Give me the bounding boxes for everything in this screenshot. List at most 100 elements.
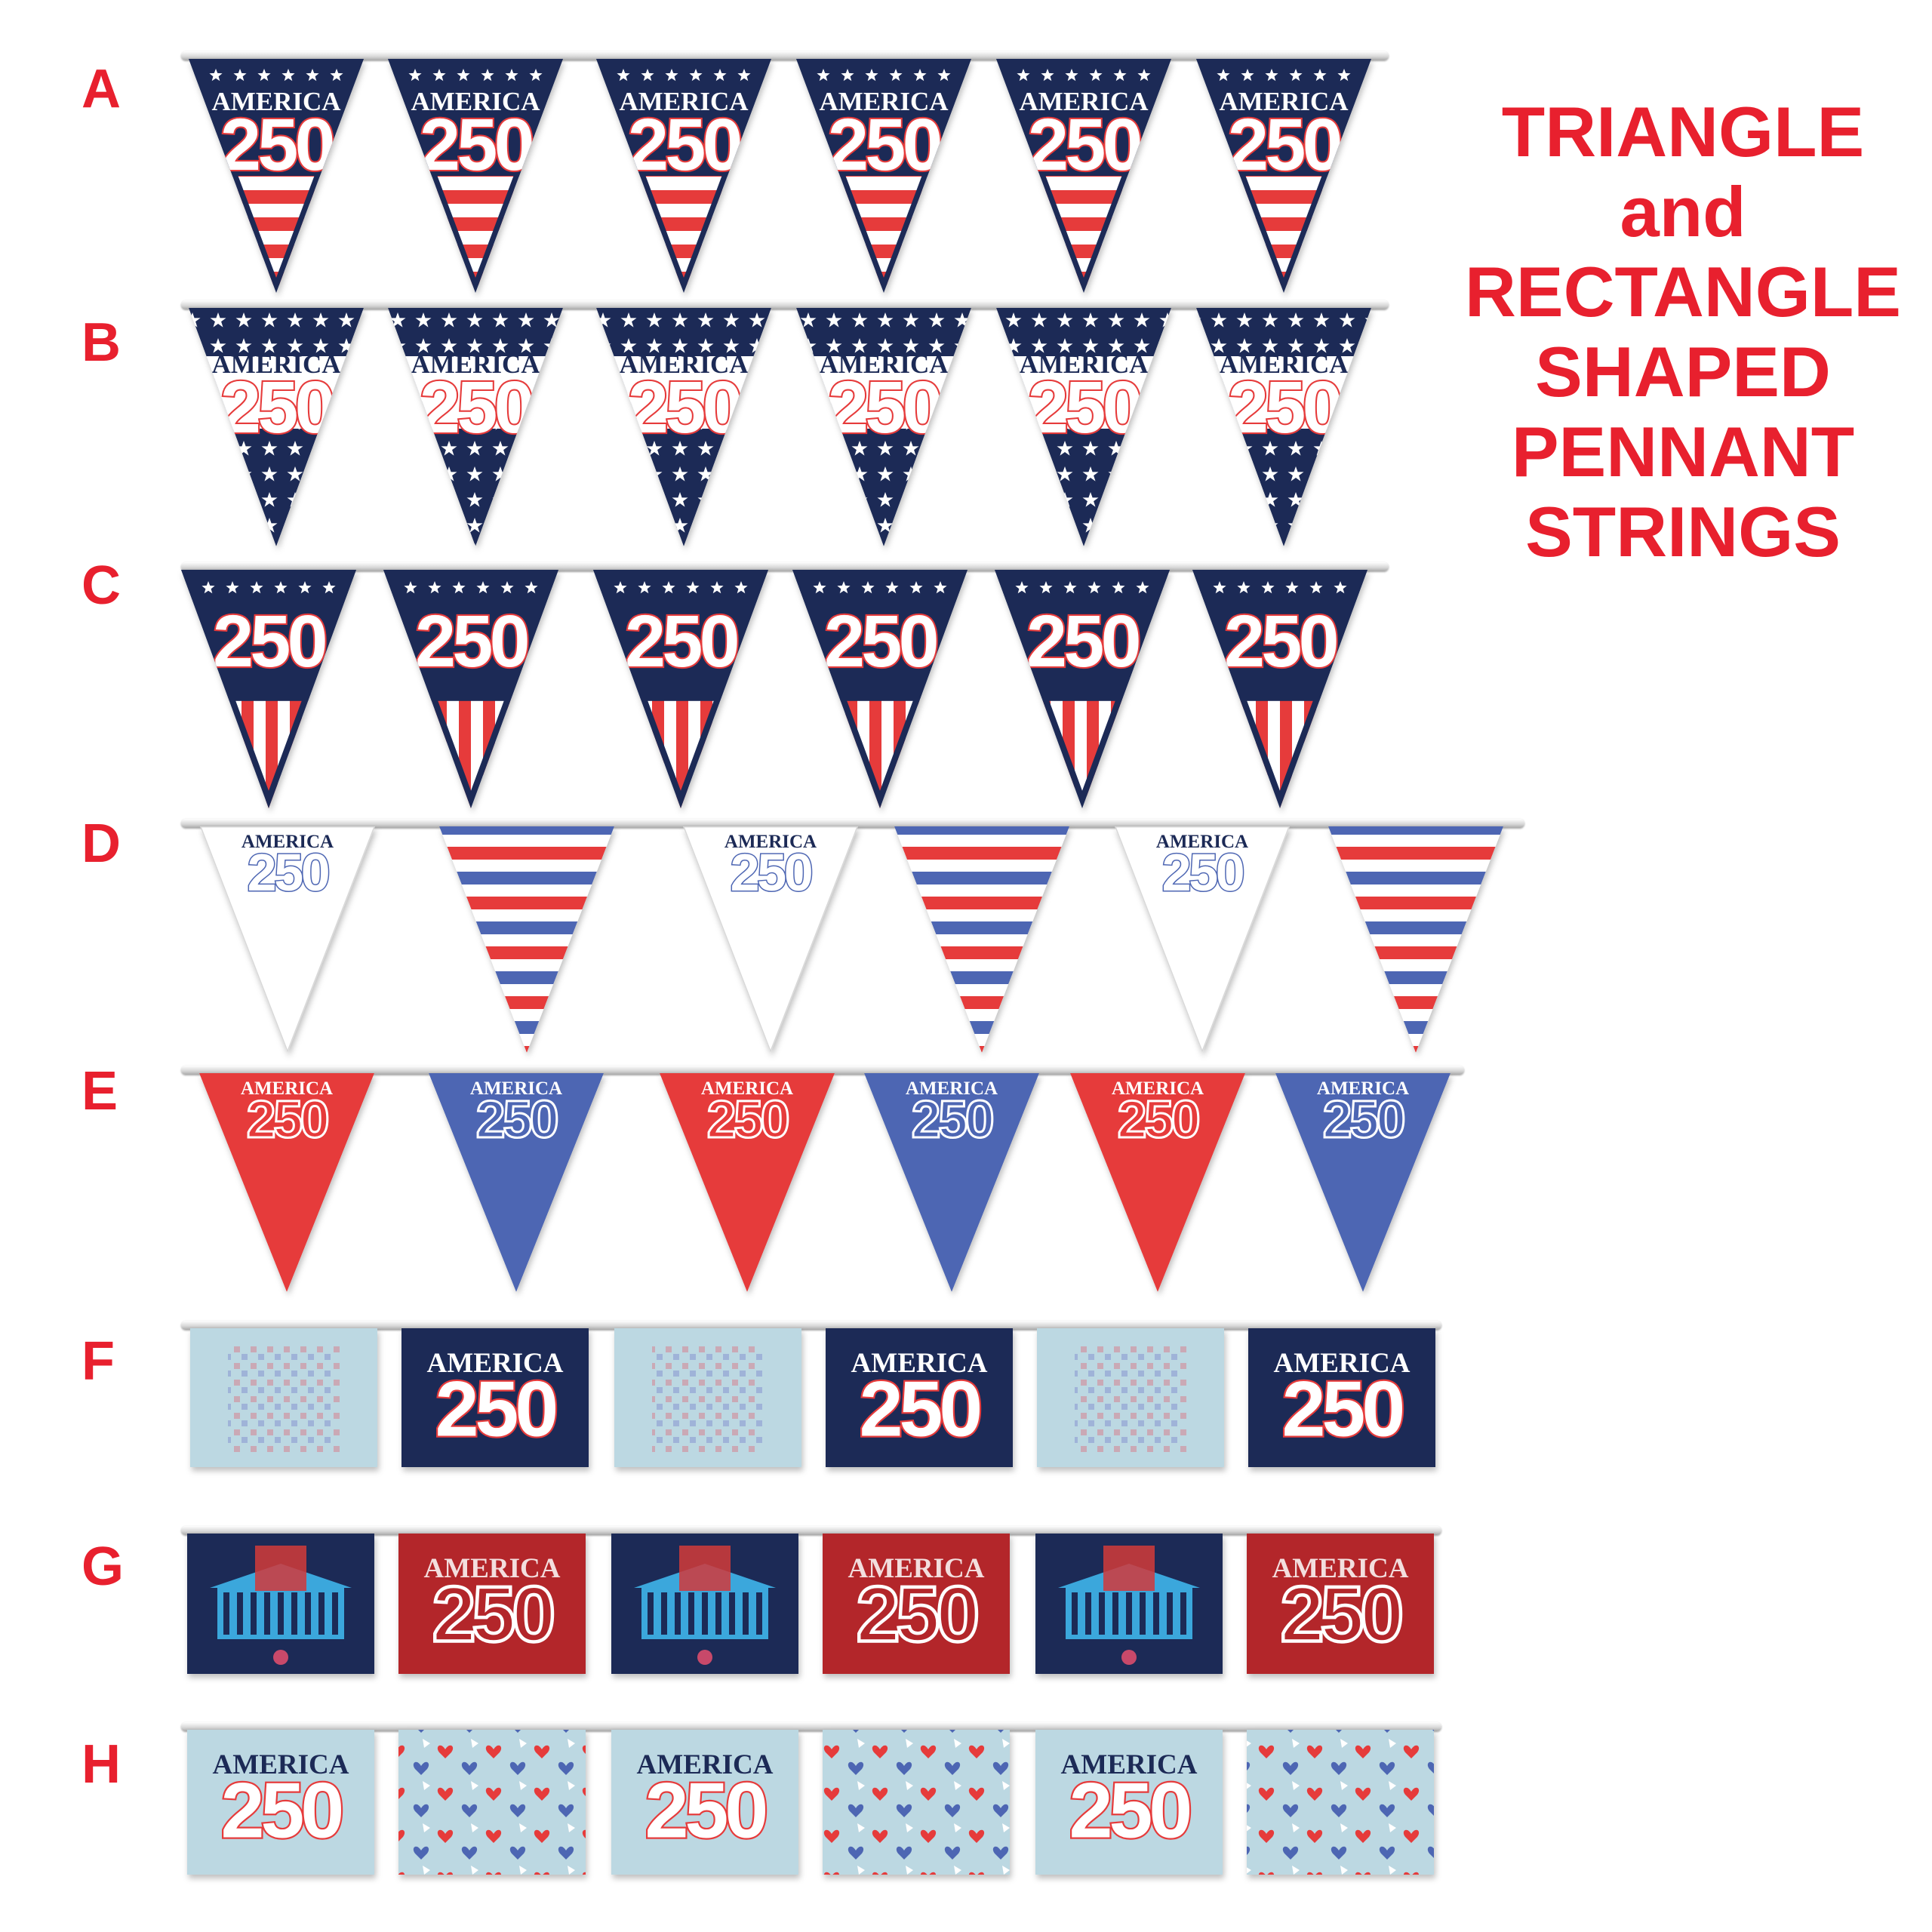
heading-line: STRINGS: [1525, 492, 1841, 571]
number-250-text: 250: [828, 103, 940, 186]
america-text: AMERICA: [619, 87, 749, 116]
star-icon: [614, 581, 627, 594]
cord-e: [181, 1066, 1464, 1075]
cord-c: [181, 562, 1389, 571]
cord-h: [181, 1722, 1441, 1731]
america-text: AMERICA: [213, 1749, 349, 1780]
heading-line: PENNANT: [1511, 412, 1855, 491]
row-letter-e: E: [82, 1061, 118, 1121]
number-250-text: 250: [1162, 843, 1244, 902]
star-icon: [813, 581, 826, 594]
cord-b: [181, 300, 1389, 309]
star-icon: [525, 581, 538, 594]
pennant-c-6: 250: [1192, 570, 1367, 808]
star-icon: [665, 69, 678, 82]
america-text: AMERICA: [819, 87, 949, 116]
number-250-text: 250: [1323, 1090, 1404, 1149]
star-icon: [1217, 69, 1230, 82]
row-letter-d: D: [82, 814, 121, 874]
number-250-text: 250: [1028, 103, 1140, 186]
america-text: AMERICA: [242, 832, 334, 852]
number-250-text: 250: [1069, 1767, 1190, 1854]
number-250-text: 250: [707, 1090, 789, 1149]
star-icon: [817, 69, 830, 82]
number-250-text: 250: [220, 366, 333, 448]
america-text: AMERICA: [848, 1553, 985, 1584]
star-icon: [306, 69, 319, 82]
star-icon: [737, 69, 751, 82]
cord-f: [181, 1321, 1441, 1330]
number-250-text: 250: [912, 1090, 993, 1149]
number-250-text: 250: [248, 843, 329, 902]
pennant-h-6: [1247, 1730, 1434, 1875]
heading-line: TRIANGLE: [1501, 92, 1865, 171]
number-250-text: 250: [213, 600, 325, 682]
america-text: AMERICA: [619, 349, 749, 379]
cord-a: [181, 51, 1389, 60]
star-icon: [1241, 69, 1254, 82]
star-icon: [1334, 581, 1347, 594]
row-letter-f: F: [82, 1331, 115, 1392]
number-250-text: 250: [220, 103, 333, 186]
cord-d: [181, 819, 1524, 828]
star-icon: [404, 581, 417, 594]
number-250-text: 250: [432, 1571, 553, 1658]
pennant-d-4: [894, 826, 1069, 1053]
america-text: AMERICA: [906, 1078, 998, 1099]
row-letter-b: B: [82, 312, 121, 373]
number-250-text: 250: [420, 103, 532, 186]
star-icon: [734, 581, 748, 594]
number-250-text: 250: [824, 600, 937, 682]
pennant-f-1: [190, 1328, 377, 1467]
america-text: AMERICA: [470, 1078, 562, 1099]
pennant-rows: AMERICA250AMERICA250AMERICA250AMERICA250…: [181, 59, 1503, 1875]
pennant-d-6: [1328, 826, 1503, 1053]
cord-g: [181, 1526, 1441, 1535]
pennant-g-5: [1035, 1534, 1223, 1674]
star-icon: [457, 69, 470, 82]
america-text: AMERICA: [1156, 832, 1248, 852]
row-letter-a: A: [82, 59, 121, 119]
star-icon: [1089, 69, 1103, 82]
star-icon: [889, 69, 903, 82]
america-text: AMERICA: [851, 1348, 988, 1379]
pennant-c-1: 250: [181, 570, 356, 808]
building-icon: [1058, 1546, 1200, 1665]
number-250-text: 250: [435, 1365, 556, 1453]
number-250-text: 250: [1228, 103, 1340, 186]
heading-line: and: [1620, 172, 1746, 251]
america-text: AMERICA: [411, 87, 540, 116]
pennant-f-5: [1037, 1328, 1224, 1467]
star-icon: [432, 69, 446, 82]
number-250-text: 250: [1224, 600, 1337, 682]
star-icon: [1015, 581, 1029, 594]
star-icon: [909, 581, 923, 594]
star-icon: [233, 69, 247, 82]
america-text: AMERICA: [1317, 1078, 1409, 1099]
star-icon: [1065, 69, 1078, 82]
star-icon: [1039, 581, 1053, 594]
america-text: AMERICA: [427, 1348, 564, 1379]
star-icon: [452, 581, 466, 594]
star-icon: [710, 581, 724, 594]
star-icon: [505, 69, 518, 82]
